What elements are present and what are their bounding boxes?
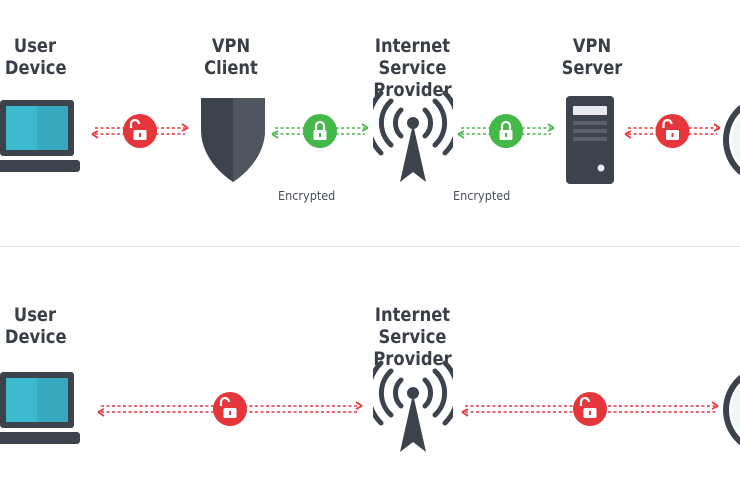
encrypted-label-left: Encrypted xyxy=(278,188,336,203)
label-isp-bottom: Internet Service Provider xyxy=(373,304,452,370)
unlocked-padlock-icon xyxy=(213,392,247,426)
laptop-icon xyxy=(0,372,80,444)
globe-icon xyxy=(723,374,740,446)
shield-icon xyxy=(201,98,265,182)
link-isp-server xyxy=(457,114,555,148)
section-divider xyxy=(0,246,740,247)
label-user-device-bottom: User Device xyxy=(4,304,67,348)
label-vpn-client: VPN Client xyxy=(204,35,258,79)
label-user-device-top: User Device xyxy=(4,35,67,79)
label-isp-top: Internet Service Provider xyxy=(373,35,452,101)
unlocked-padlock-icon xyxy=(655,114,690,148)
link-device-isp xyxy=(97,392,363,426)
unlocked-padlock-icon xyxy=(573,392,607,426)
encrypted-label-right: Encrypted xyxy=(453,188,511,203)
unlocked-padlock-icon xyxy=(123,114,157,148)
locked-padlock-icon xyxy=(489,114,523,148)
label-vpn-server: VPN Server xyxy=(561,35,623,79)
locked-padlock-icon xyxy=(303,114,337,148)
laptop-icon xyxy=(0,100,80,172)
link-server-internet xyxy=(624,114,721,148)
server-icon xyxy=(566,96,614,184)
globe-icon xyxy=(723,104,740,176)
antenna-tower-icon xyxy=(373,90,453,182)
antenna-tower-icon xyxy=(373,360,453,452)
link-device-client xyxy=(91,114,189,148)
link-client-isp xyxy=(271,114,369,148)
link-isp-internet xyxy=(461,392,719,426)
